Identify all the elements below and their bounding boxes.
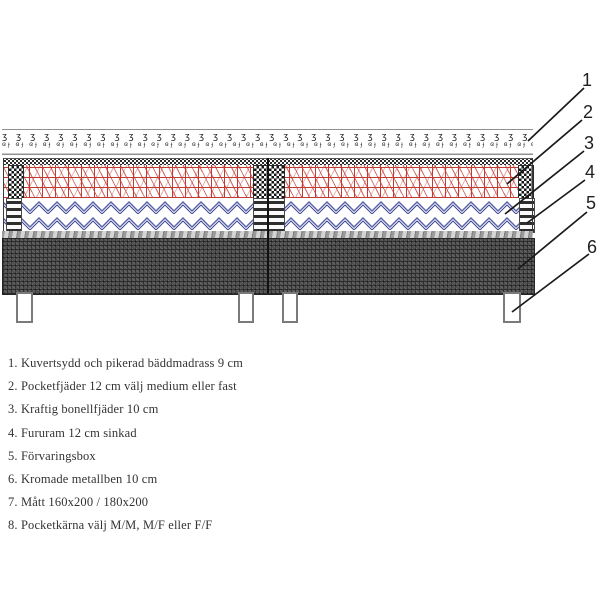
quilt-pattern-row-1: ʒ ʒ ʒ ʒ ʒ ʒ ʒ ʒ ʒ ʒ ʒ ʒ ʒ ʒ ʒ ʒ ʒ ʒ ʒ ʒ … — [2, 132, 533, 142]
legend: 1. Kuvertsydd och pikerad bäddmadrass 9 … — [8, 352, 408, 538]
callout-line-4 — [526, 179, 586, 224]
checker-side-panel-left — [8, 165, 24, 200]
quilt-pattern-row-2: ɞɟ ɞɟ ɞɟ ɞɟ ɞɟ ɞɟ ɞɟ ɞɟ ɞɟ ɞɟ ɞɟ ɞɟ ɞɟ ɞ… — [2, 142, 533, 148]
frame-edge-right — [532, 158, 533, 232]
legend-item-2: 2. Pocketfjäder 12 cm välj medium eller … — [8, 379, 237, 394]
callout-number-3: 3 — [584, 133, 595, 153]
legend-item-4: 4. Fururam 12 cm sinkad — [8, 425, 137, 440]
legend-item-1: 1. Kuvertsydd och pikerad bäddmadrass 9 … — [8, 356, 244, 370]
callout-number-4: 4 — [585, 162, 596, 182]
slat-panel-left — [6, 198, 22, 233]
leg-right — [503, 292, 521, 323]
callout-number-2: 2 — [583, 102, 594, 122]
layer-quilted-topper: ʒ ʒ ʒ ʒ ʒ ʒ ʒ ʒ ʒ ʒ ʒ ʒ ʒ ʒ ʒ ʒ ʒ ʒ ʒ ʒ … — [2, 129, 533, 155]
legend-item-3: 3. Kraftig bonellfjäder 10 cm — [8, 402, 159, 417]
legend-item-8: 8. Pocketkärna välj M/M, M/F eller F/F — [8, 518, 213, 533]
leg-middle-left — [238, 292, 254, 323]
slat-panel-middle — [253, 198, 285, 233]
legend-item-7: 7. Mått 160x200 / 180x200 — [8, 495, 149, 510]
center-divider-line — [267, 158, 269, 293]
legend-item-6: 6. Kromade metallben 10 cm — [8, 471, 158, 486]
checker-side-panel-middle — [253, 165, 285, 200]
callout-number-5: 5 — [586, 193, 597, 213]
leg-left — [16, 292, 33, 323]
callout-number-1: 1 — [582, 70, 593, 90]
frame-edge-left — [3, 158, 4, 232]
callout-line-1 — [527, 87, 585, 142]
callout-number-6: 6 — [587, 237, 598, 257]
leg-middle-right — [282, 292, 298, 323]
legend-item-5: 5. Förvaringsbox — [8, 448, 96, 463]
